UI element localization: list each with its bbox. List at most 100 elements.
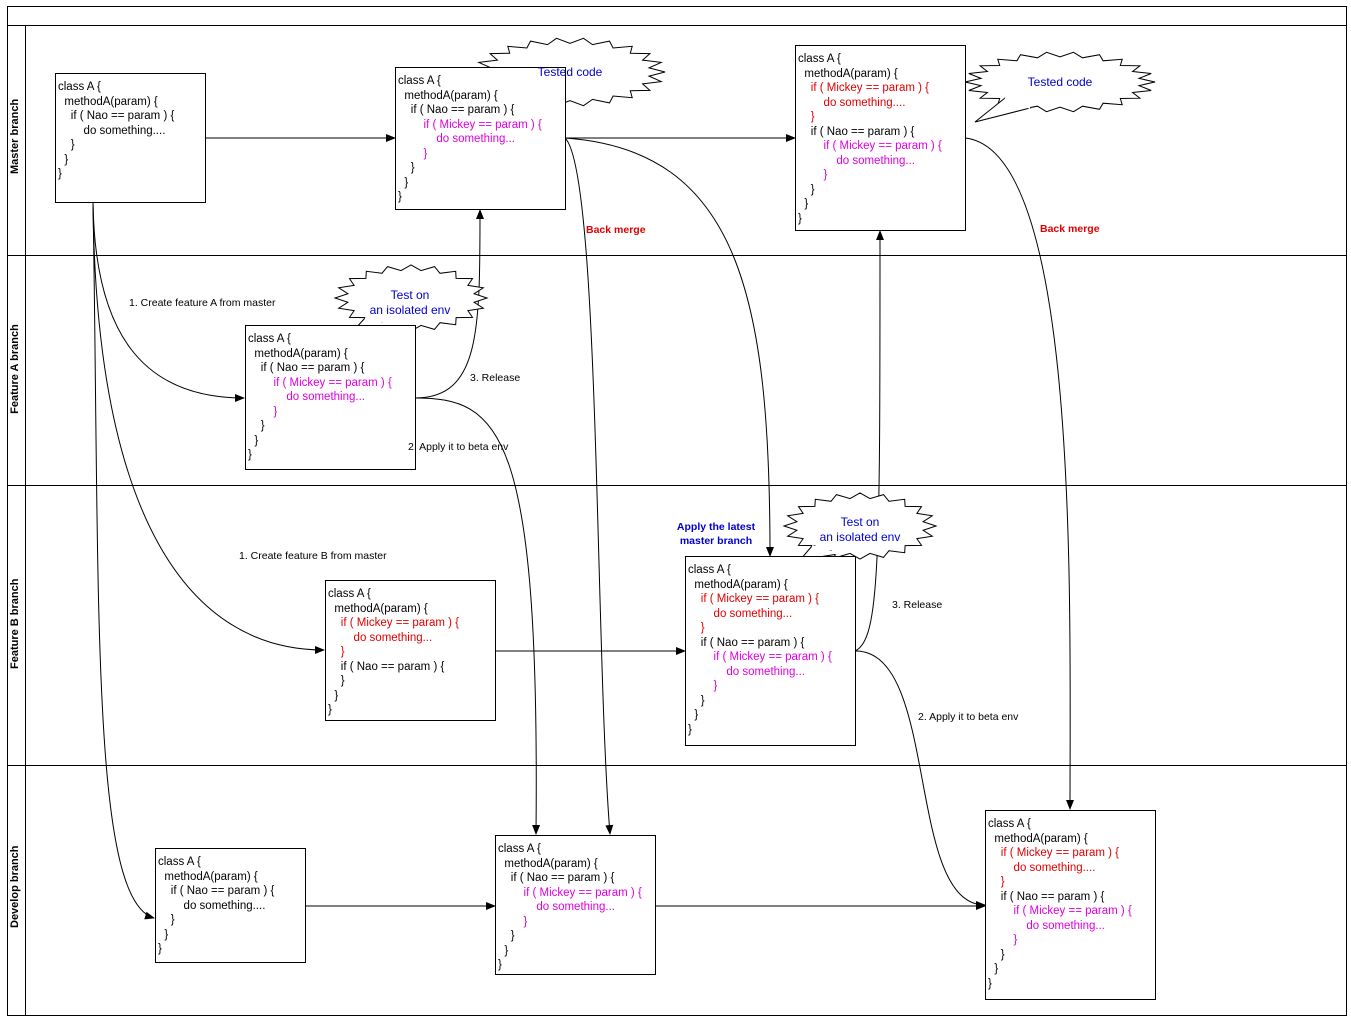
code-box-develop-1: class A { methodA(param) { if ( Nao == p… xyxy=(155,848,306,963)
code-line: } xyxy=(58,153,69,166)
code-line: if ( Nao == param ) { xyxy=(688,636,805,649)
code-line: if ( Mickey == param ) { xyxy=(798,140,942,152)
code-line: if ( Nao == param ) { xyxy=(58,110,175,122)
arrow-create-feature-b xyxy=(92,202,325,654)
code-line: } xyxy=(158,928,169,941)
diagram-frame xyxy=(7,6,1347,1016)
label-back-merge-1: Back merge xyxy=(586,224,646,236)
code-line: } xyxy=(328,704,332,716)
code-line: } xyxy=(988,876,1005,888)
code-line: do something... xyxy=(398,133,515,145)
code-line: } xyxy=(398,147,428,160)
label-apply-latest-master: Apply the latest master branch xyxy=(676,521,756,547)
code-line: if ( Mickey == param ) { xyxy=(688,651,832,663)
code-line: } xyxy=(988,977,992,990)
code-line: } xyxy=(798,111,815,123)
label-release-b: 3. Release xyxy=(892,599,943,611)
code-line: } xyxy=(248,449,252,461)
code-line: } xyxy=(248,405,278,418)
code-line: class A { xyxy=(248,333,291,345)
code-box-master-1: class A { methodA(param) { if ( Nao == p… xyxy=(55,73,206,203)
code-line: } xyxy=(398,191,402,203)
code-line: if ( Nao == param ) { xyxy=(398,104,515,116)
bubble-shape-isolated-b xyxy=(782,492,938,560)
code-line: if ( Mickey == param ) { xyxy=(988,905,1132,917)
code-line: do something.... xyxy=(798,96,906,109)
code-line: } xyxy=(248,420,265,432)
code-line: if ( Nao == param ) { xyxy=(498,872,615,884)
code-line: } xyxy=(688,694,705,707)
arrow-feature-a-beta xyxy=(414,397,541,835)
code-box-master-3: class A { methodA(param) { if ( Mickey =… xyxy=(795,45,966,231)
code-line: } xyxy=(248,434,259,447)
arrow-master1-to-develop1 xyxy=(92,202,155,920)
code-line: } xyxy=(688,723,692,736)
code-line: do something... xyxy=(248,391,365,403)
code-line: } xyxy=(328,646,345,658)
code-line: if ( Mickey == param ) { xyxy=(398,118,542,131)
code-line: methodA(param) { xyxy=(328,602,428,615)
code-line: } xyxy=(328,689,339,702)
code-line: } xyxy=(398,162,415,174)
code-line: } xyxy=(798,169,828,181)
code-line: } xyxy=(498,930,515,942)
code-line: do something.... xyxy=(58,124,166,137)
code-line: } xyxy=(498,944,509,957)
code-box-feature-b-2: class A { methodA(param) { if ( Mickey =… xyxy=(685,556,856,746)
label-create-feature-b: 1. Create feature B from master xyxy=(239,550,387,562)
code-line: methodA(param) { xyxy=(988,832,1088,845)
code-line: if ( Mickey == param ) { xyxy=(248,376,392,389)
code-line: class A { xyxy=(498,843,541,855)
code-line: do something... xyxy=(688,665,805,678)
code-line: if ( Mickey == param ) { xyxy=(498,886,642,899)
bubble-tested-code-1: Tested code xyxy=(537,65,603,79)
code-line: } xyxy=(988,948,1005,961)
code-line: class A { xyxy=(158,856,201,868)
code-line: } xyxy=(158,943,162,955)
code-line: if ( Nao == param ) { xyxy=(798,125,915,138)
code-line: } xyxy=(988,963,999,975)
code-line: } xyxy=(58,139,75,151)
code-box-develop-2: class A { methodA(param) { if ( Nao == p… xyxy=(495,835,656,975)
code-line: methodA(param) { xyxy=(398,89,498,102)
code-line: } xyxy=(798,198,809,210)
code-line: class A { xyxy=(398,75,441,87)
code-line: class A { xyxy=(988,818,1031,830)
label-beta-a: 2. Apply it to beta env xyxy=(408,441,509,453)
code-line: if ( Mickey == param ) { xyxy=(328,617,460,629)
arrow-back-merge-1 xyxy=(564,137,614,835)
code-line: do something... xyxy=(688,607,793,620)
code-line: } xyxy=(798,183,815,196)
code-box-feature-a: class A { methodA(param) { if ( Nao == p… xyxy=(245,325,416,470)
code-line: } xyxy=(328,675,345,687)
code-line: do something... xyxy=(498,901,615,913)
arrow-feature-a-release xyxy=(414,209,484,399)
code-line: do something... xyxy=(798,154,915,167)
arrow-apply-latest xyxy=(564,137,774,557)
lane-label-column xyxy=(7,25,26,1015)
code-line: if ( Mickey == param ) { xyxy=(988,847,1120,859)
code-line: } xyxy=(58,168,62,180)
code-box-feature-b-1: class A { methodA(param) { if ( Mickey =… xyxy=(325,580,496,721)
code-line: class A { xyxy=(328,588,371,600)
code-line: } xyxy=(688,709,699,721)
code-line: } xyxy=(498,915,528,928)
code-line: } xyxy=(688,680,718,692)
lane-divider-feature-a xyxy=(7,255,1347,256)
label-create-feature-a: 1. Create feature A from master xyxy=(129,297,276,309)
code-line: } xyxy=(158,914,175,926)
code-line: do something.... xyxy=(158,899,266,912)
code-line: methodA(param) { xyxy=(798,67,898,80)
code-box-develop-3: class A { methodA(param) { if ( Mickey =… xyxy=(985,810,1156,1000)
code-line: } xyxy=(798,212,802,225)
code-line: if ( Mickey == param ) { xyxy=(688,593,820,605)
code-line: class A { xyxy=(798,53,841,65)
arrow-create-feature-a xyxy=(92,202,245,402)
label-beta-b: 2. Apply it to beta env xyxy=(918,711,1019,723)
bubble-isolated-env-b: Test on an isolated env xyxy=(819,515,901,544)
code-line: methodA(param) { xyxy=(158,870,258,883)
code-line: if ( Nao == param ) { xyxy=(988,890,1105,903)
code-line: do something... xyxy=(988,919,1105,932)
code-line: methodA(param) { xyxy=(688,578,788,591)
arrow-feature-b-release xyxy=(854,230,884,652)
